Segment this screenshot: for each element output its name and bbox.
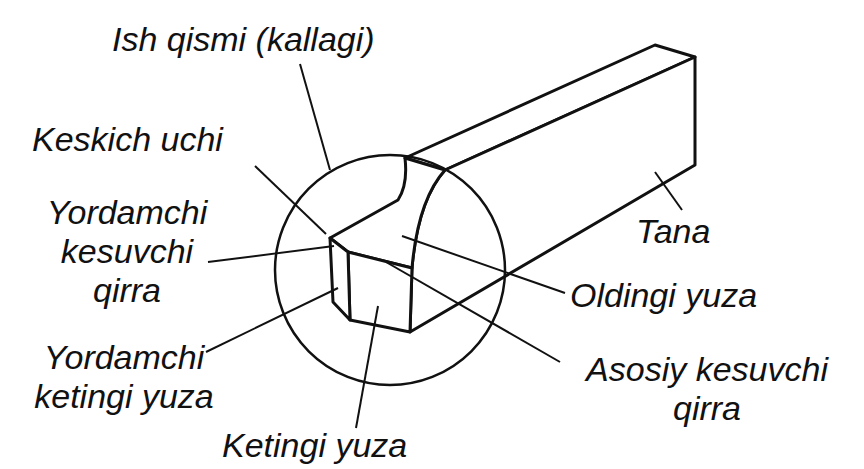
leader-line <box>386 262 560 362</box>
part-label: Yordamchi kesuvchi qirra <box>38 193 216 310</box>
leader-line <box>300 64 330 170</box>
part-label: Ish qismi (kallagi) <box>112 20 432 59</box>
part-label: Asosiy kesuvchi qirra <box>556 350 858 428</box>
auxiliary-flank <box>330 238 350 320</box>
leader-line <box>208 246 334 262</box>
detail-circle <box>275 155 505 385</box>
part-label: Oldingi yuza <box>570 276 850 315</box>
part-label: Ketingi yuza <box>222 426 482 465</box>
main-flank <box>348 252 412 332</box>
part-label: Tana <box>636 212 756 251</box>
leader-line <box>255 166 326 234</box>
leader-line <box>356 306 378 428</box>
leader-line <box>655 172 682 210</box>
leader-line <box>206 288 338 352</box>
part-label: Keskich uchi <box>32 120 272 159</box>
part-label: Yordamchi ketingi yuza <box>6 338 242 416</box>
